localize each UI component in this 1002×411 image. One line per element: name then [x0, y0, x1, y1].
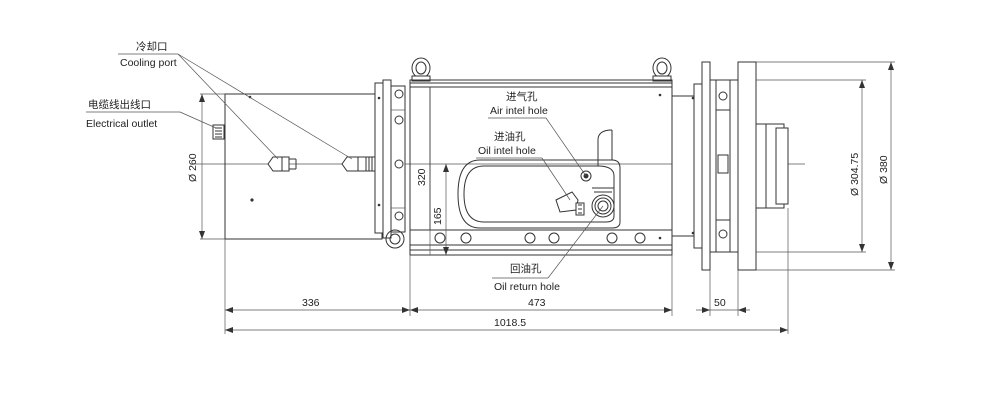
dim-473-text: 473 — [528, 297, 546, 309]
spindle-nose — [755, 123, 789, 209]
leader-cooling-port: 冷却口 Cooling port — [118, 40, 353, 160]
dim-336-text: 336 — [302, 297, 320, 309]
oil-return-en-label: Oil return hole — [494, 281, 560, 293]
lifting-ring-right — [652, 57, 672, 82]
dim-304-text: Ø 304.75 — [849, 153, 861, 196]
dim-50-text: 50 — [714, 297, 726, 309]
dimension-length-50: 50 — [696, 297, 750, 313]
oil-return-cn-label: 回油孔 — [510, 262, 542, 275]
dimension-diameter-260: Ø 260 — [187, 94, 205, 239]
front-flange — [671, 61, 757, 271]
air-inlet-cn-label: 进气孔 — [506, 90, 538, 103]
dim-165-text: 165 — [432, 207, 444, 225]
leader-oil-return: 回油孔 Oil return hole — [492, 205, 604, 293]
middle-flange-plate — [374, 79, 406, 239]
dimension-diameter-380: Ø 380 — [756, 61, 895, 271]
dimension-extension-lines — [224, 208, 789, 334]
dim-260-text: Ø 260 — [187, 153, 199, 182]
dimension-height-320: 320 — [416, 87, 431, 255]
electrical-outlet-en-label: Electrical outlet — [86, 118, 157, 130]
lifting-ring-left — [411, 57, 431, 82]
leader-oil-inlet: 进油孔 Oil intel hole — [476, 130, 571, 201]
dimension-diameter-304: Ø 304.75 — [756, 79, 866, 253]
lifting-ring-bottom — [385, 229, 405, 249]
dim-1018-text: 1018.5 — [494, 317, 526, 329]
dimension-length-336: 336 — [225, 297, 410, 313]
oil-inlet-cn-label: 进油孔 — [494, 130, 526, 143]
electrical-outlet-fitting — [212, 124, 225, 140]
cooling-port-right — [341, 156, 378, 172]
oil-inlet-en-label: Oil intel hole — [478, 145, 536, 157]
leader-air-inlet: 进气孔 Air intel hole — [488, 90, 587, 177]
cooling-port-left — [267, 156, 297, 172]
dim-380-text: Ø 380 — [878, 155, 890, 184]
electrical-outlet-cn-label: 电缆线出线口 — [88, 98, 151, 111]
oil-inlet-fitting — [555, 191, 585, 216]
dimension-length-1018: 1018.5 — [225, 317, 788, 333]
dimension-height-165: 165 — [432, 164, 449, 255]
dimension-length-473: 473 — [410, 297, 672, 313]
air-inlet-en-label: Air intel hole — [490, 105, 548, 117]
oil-return-fitting — [591, 187, 615, 218]
leader-electrical-outlet: 电缆线出线口 Electrical outlet — [86, 98, 217, 130]
oil-manifold-slot — [457, 159, 621, 229]
dim-320-text: 320 — [416, 168, 428, 186]
cooling-port-en-label: Cooling port — [120, 57, 177, 69]
cooling-port-cn-label: 冷却口 — [136, 40, 168, 53]
